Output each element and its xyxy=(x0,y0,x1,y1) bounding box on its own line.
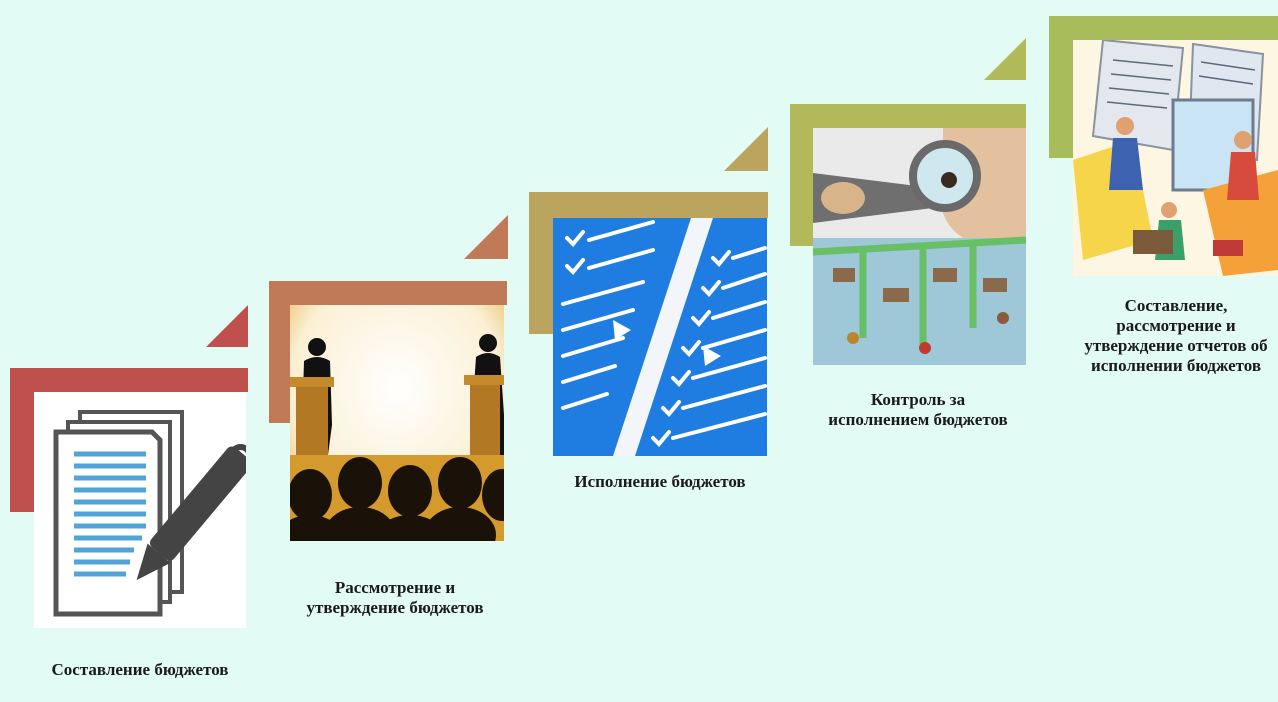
step-5-bracket xyxy=(1049,16,1278,40)
step-2-label: Рассмотрение и утверждение бюджетов xyxy=(306,578,484,617)
step-2-bracket-side xyxy=(269,281,291,423)
step-1-bracket xyxy=(10,368,248,392)
step-3-accent-triangle xyxy=(724,127,768,171)
document-pen-icon xyxy=(34,392,246,628)
office-workers-image xyxy=(1073,40,1278,276)
step-3-label: Исполнение бюджетов xyxy=(574,472,746,491)
step-5-label: Составление, рассмотрение и утверждение … xyxy=(1084,296,1268,375)
magnifier-inspector-image xyxy=(813,128,1026,365)
step-5-bracket-side xyxy=(1049,16,1073,158)
step-3-bracket xyxy=(529,192,768,218)
step-4-label: Контроль за исполнением бюджетов xyxy=(828,390,1008,429)
step-1-label: Составление бюджетов xyxy=(51,660,229,679)
step-4-bracket-side xyxy=(790,104,814,246)
step-3-bracket-side xyxy=(529,192,553,334)
step-1-bracket-side xyxy=(10,368,34,512)
step-4-accent-triangle xyxy=(984,38,1026,80)
step-4-bracket xyxy=(790,104,1026,128)
checklist-documents-image xyxy=(553,218,767,456)
speakers-audience-image xyxy=(290,305,504,541)
step-2-bracket xyxy=(269,281,507,305)
step-1-accent-triangle xyxy=(206,305,248,347)
step-2-accent-triangle xyxy=(464,215,508,259)
